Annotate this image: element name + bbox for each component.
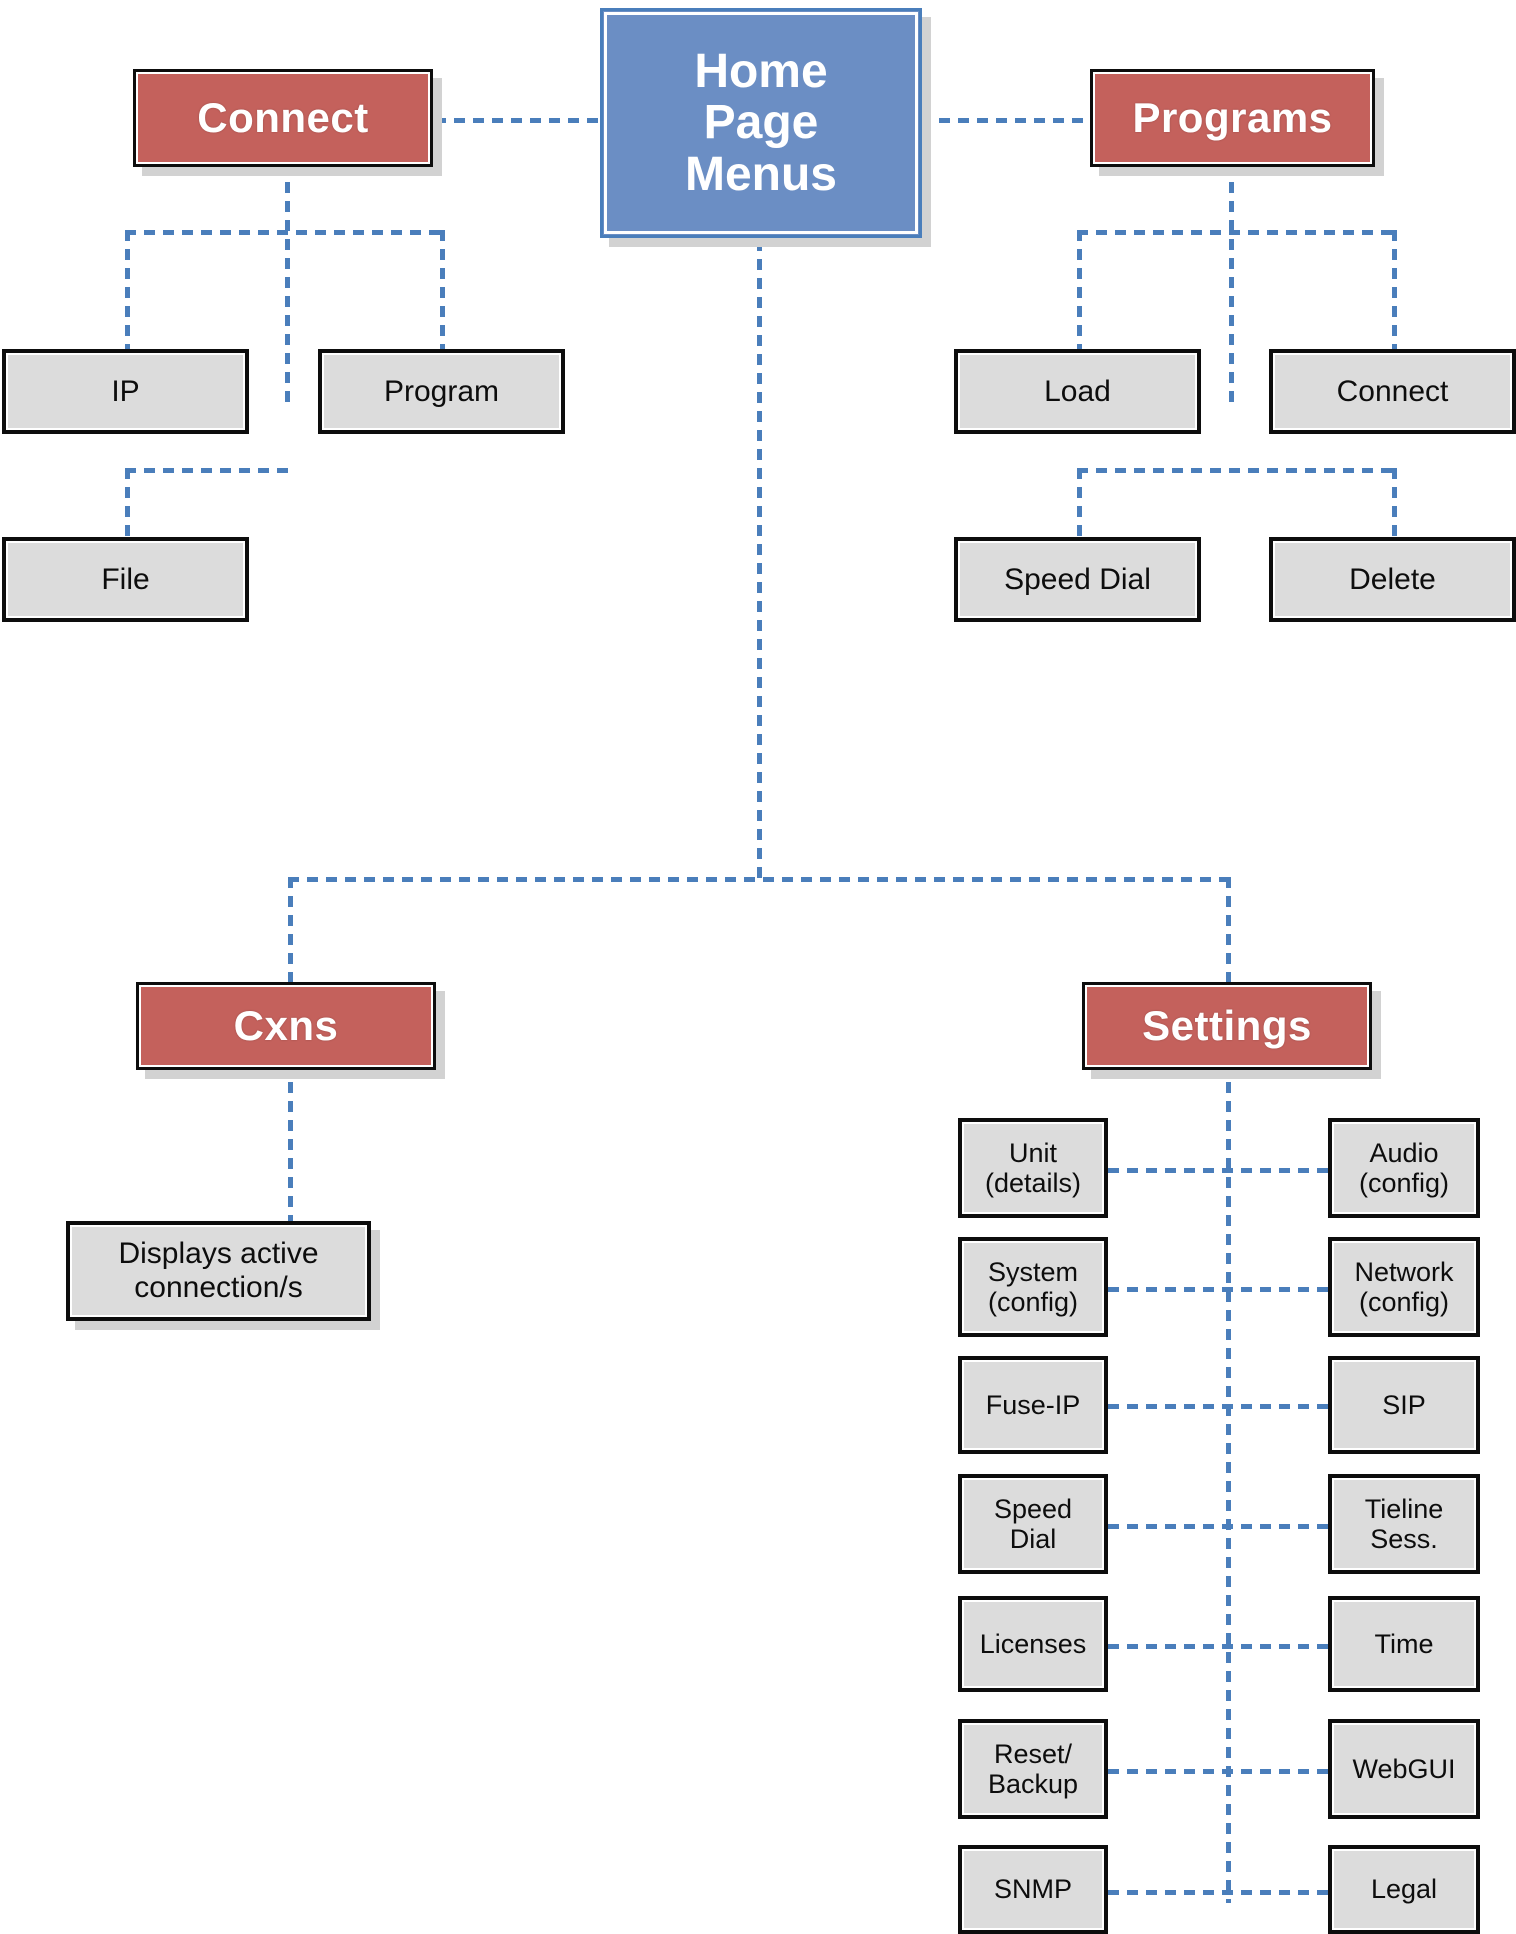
node-label: Legal bbox=[1370, 1874, 1438, 1905]
node-settings-licenses[interactable]: Licenses bbox=[958, 1596, 1108, 1692]
connector-root-to-programs bbox=[920, 118, 1090, 123]
node-settings-sip[interactable]: SIP bbox=[1328, 1356, 1480, 1454]
node-label: System (config) bbox=[987, 1256, 1079, 1317]
node-settings-fuse-ip[interactable]: Fuse-IP bbox=[958, 1356, 1108, 1454]
connector-settings-row-1 bbox=[1108, 1168, 1376, 1173]
node-label: Home Page Menus bbox=[684, 44, 837, 201]
node-programs-load[interactable]: Load bbox=[954, 349, 1201, 434]
node-connect-program[interactable]: Program bbox=[318, 349, 565, 434]
node-settings-network-config[interactable]: Network (config) bbox=[1328, 1237, 1480, 1337]
connector-programs-to-connect bbox=[1392, 230, 1397, 350]
connector-bottom-bus bbox=[288, 877, 1228, 882]
node-label: File bbox=[101, 562, 150, 596]
node-connect[interactable]: Connect bbox=[133, 69, 442, 176]
connector-settings-row-5 bbox=[1108, 1644, 1376, 1649]
node-settings-reset-backup[interactable]: Reset/ Backup bbox=[958, 1719, 1108, 1819]
connector-settings-row-2 bbox=[1108, 1287, 1376, 1292]
node-settings-unit-details[interactable]: Unit (details) bbox=[958, 1118, 1108, 1218]
node-settings-webgui[interactable]: WebGUI bbox=[1328, 1719, 1480, 1819]
node-programs-delete[interactable]: Delete bbox=[1269, 537, 1516, 622]
node-settings-audio-config[interactable]: Audio (config) bbox=[1328, 1118, 1480, 1218]
connector-settings-row-4 bbox=[1108, 1524, 1376, 1529]
connector-connect-to-root bbox=[435, 118, 600, 123]
connector-ip-to-file-bus bbox=[125, 468, 290, 473]
node-settings-system-config[interactable]: System (config) bbox=[958, 1237, 1108, 1337]
node-label: Settings bbox=[1142, 1001, 1312, 1049]
connector-bus-to-settings bbox=[1226, 877, 1231, 987]
node-label: IP bbox=[111, 374, 140, 408]
node-cxns-displays[interactable]: Displays active connection/s bbox=[66, 1221, 380, 1330]
connector-bus-to-cxns bbox=[288, 877, 293, 987]
node-label: SNMP bbox=[993, 1874, 1072, 1905]
node-settings-legal[interactable]: Legal bbox=[1328, 1845, 1480, 1934]
node-label: Connect bbox=[197, 93, 369, 141]
node-settings[interactable]: Settings bbox=[1082, 982, 1381, 1079]
node-settings-speed-dial[interactable]: Speed Dial bbox=[958, 1474, 1108, 1574]
node-label: Delete bbox=[1349, 562, 1436, 596]
node-label: Audio (config) bbox=[1358, 1137, 1450, 1198]
connector-cxns-to-displays bbox=[288, 1063, 293, 1228]
node-label: Fuse-IP bbox=[985, 1389, 1081, 1420]
connector-bus-to-delete bbox=[1392, 468, 1397, 540]
connector-bus-to-speeddial bbox=[1077, 468, 1082, 540]
node-label: Reset/ Backup bbox=[987, 1738, 1079, 1799]
node-label: Unit (details) bbox=[984, 1137, 1082, 1198]
node-settings-tieline-sess[interactable]: Tieline Sess. bbox=[1328, 1474, 1480, 1574]
node-cxns[interactable]: Cxns bbox=[136, 982, 445, 1079]
connector-programs-bus-bottom bbox=[1077, 468, 1397, 473]
node-programs-speed-dial[interactable]: Speed Dial bbox=[954, 537, 1201, 622]
node-label: Cxns bbox=[233, 1001, 339, 1049]
node-label: WebGUI bbox=[1352, 1753, 1456, 1784]
connector-connect-down bbox=[285, 163, 290, 403]
node-label: Programs bbox=[1132, 93, 1333, 141]
node-label: SIP bbox=[1382, 1389, 1426, 1420]
node-connect-file[interactable]: File bbox=[2, 537, 249, 622]
node-settings-snmp[interactable]: SNMP bbox=[958, 1845, 1108, 1934]
connector-settings-row-6 bbox=[1108, 1769, 1376, 1774]
node-label: Network (config) bbox=[1354, 1256, 1454, 1317]
node-label: Tieline Sess. bbox=[1364, 1493, 1444, 1554]
connector-connect-to-program bbox=[440, 230, 445, 350]
connector-connect-bus bbox=[125, 230, 445, 235]
node-label: Speed Dial bbox=[1004, 562, 1151, 596]
node-label: Load bbox=[1044, 374, 1111, 408]
connector-root-down bbox=[757, 240, 762, 880]
connector-settings-row-7 bbox=[1108, 1890, 1376, 1895]
node-label: Displays active connection/s bbox=[118, 1237, 319, 1304]
node-home-page-menus[interactable]: Home Page Menus bbox=[600, 8, 931, 247]
connector-programs-down bbox=[1229, 163, 1234, 403]
connector-bus-to-file bbox=[125, 468, 130, 540]
node-label: Time bbox=[1374, 1628, 1434, 1659]
node-programs-connect[interactable]: Connect bbox=[1269, 349, 1516, 434]
connector-settings-spine bbox=[1226, 1063, 1231, 1903]
node-programs[interactable]: Programs bbox=[1090, 69, 1384, 176]
node-label: Speed Dial bbox=[993, 1493, 1073, 1554]
connector-programs-bus-top bbox=[1077, 230, 1397, 235]
connector-connect-to-ip bbox=[125, 230, 130, 350]
connector-programs-to-load bbox=[1077, 230, 1082, 350]
node-label: Connect bbox=[1336, 374, 1449, 408]
connector-settings-row-3 bbox=[1108, 1404, 1376, 1409]
node-connect-ip[interactable]: IP bbox=[2, 349, 249, 434]
node-label: Licenses bbox=[979, 1628, 1087, 1659]
node-label: Program bbox=[383, 374, 500, 408]
node-settings-time[interactable]: Time bbox=[1328, 1596, 1480, 1692]
